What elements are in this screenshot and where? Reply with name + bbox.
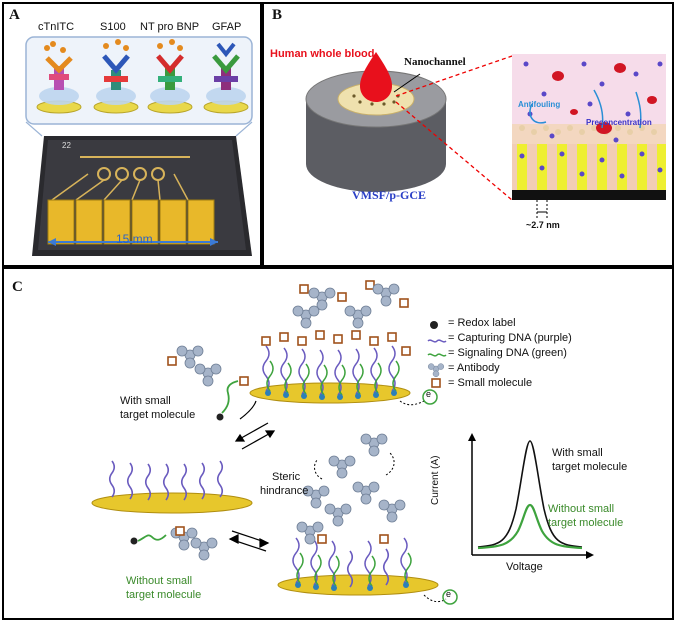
preconcentration-label: Preconcentration — [586, 118, 652, 127]
with-target-label-1: With small — [120, 395, 171, 407]
legend-redox: = Redox label — [448, 317, 516, 329]
nanochannel-label: Nanochannel — [404, 56, 466, 68]
panel-a: A cTnITC S100 NT pro BNP GFAP — [2, 2, 262, 267]
panel-a-label: A — [9, 7, 20, 23]
with-target-label-2: target molecule — [120, 409, 196, 421]
sensor-stacks — [36, 39, 249, 114]
electrode-label: VMSF/p-GCE — [352, 188, 427, 202]
current-voltage-graph — [468, 433, 594, 559]
blood-drop — [360, 52, 392, 102]
curve-with-label-2: target molecule — [552, 461, 628, 473]
nanochannel-zoom — [512, 54, 666, 218]
biomarker-label: NT pro BNP — [140, 21, 200, 33]
target-binding-complex — [167, 345, 257, 421]
no-target-complex — [130, 526, 218, 561]
equilibrium-arrows-top — [234, 422, 276, 450]
legend-small-molecule: = Small molecule — [448, 377, 533, 389]
bare-electrode — [91, 460, 253, 514]
scale-label: 15 mm — [116, 232, 153, 246]
curve-without-label-1: Without small — [548, 503, 615, 515]
steric-label-1: Steric — [272, 471, 301, 483]
antifouling-label: Antifouling — [518, 100, 561, 109]
graph-x-label: Voltage — [506, 561, 543, 573]
curve-with-label-1: With small — [552, 447, 603, 459]
electron-label: e — [446, 589, 452, 599]
panel-a-illustration — [25, 36, 253, 256]
sample-label: Human whole blood — [270, 48, 375, 60]
biomarker-label: S100 — [100, 21, 126, 33]
panel-c: C — [2, 267, 674, 620]
legend-symbols — [427, 321, 447, 388]
legend-signaling-dna: = Signaling DNA (green) — [448, 347, 567, 359]
legend-antibody: = Antibody — [448, 362, 500, 374]
chip-number: 22 — [62, 141, 71, 150]
equilibrium-arrows-bottom — [228, 530, 270, 552]
steric-label-2: hindrance — [260, 485, 309, 497]
panel-c-illustration — [91, 280, 594, 605]
electrode-with-target — [249, 280, 438, 406]
zoom-box — [25, 36, 253, 125]
without-target-label-2: target molecule — [126, 589, 202, 601]
panel-b: B — [262, 2, 674, 267]
without-target-label-1: Without small — [126, 575, 193, 587]
legend-capturing-dna: = Capturing DNA (purple) — [448, 332, 572, 344]
panel-b-illustration — [305, 52, 666, 218]
electron-label: e — [426, 389, 432, 399]
electrode-without-target — [277, 433, 458, 605]
biomarker-label: cTnITC — [38, 21, 75, 33]
panel-c-label: C — [12, 279, 23, 295]
biomarker-label: GFAP — [212, 21, 242, 33]
pore-size-label: ~2.7 nm — [526, 220, 560, 230]
curve-without-label-2: target molecule — [548, 517, 624, 529]
panel-b-label: B — [272, 7, 283, 23]
graph-y-label: Current (A) — [430, 455, 441, 505]
sensor-chip-photo — [32, 136, 252, 256]
